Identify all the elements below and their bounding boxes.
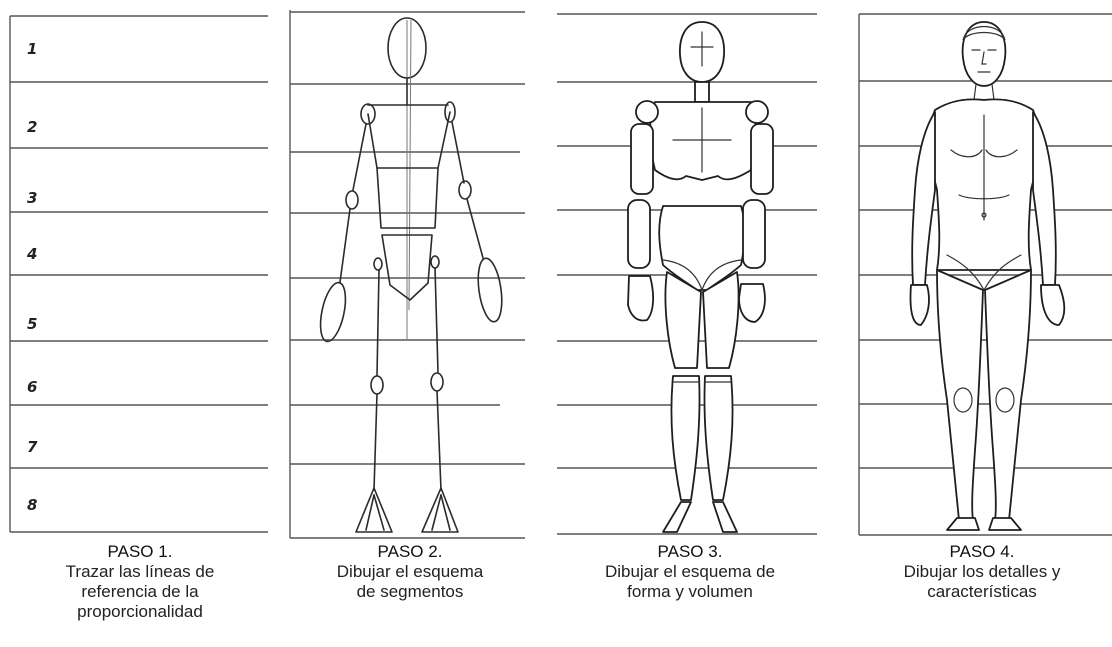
step4-title: PASO 4. [872,542,1092,562]
step4-panel [855,0,1112,545]
reference-number-7: 7 [27,438,38,456]
step2-caption: PASO 2. Dibujar el esquema de segmentos [300,542,520,602]
reference-number-1: 1 [27,40,37,58]
step1-desc-line1: Trazar las líneas de [30,562,250,582]
step4-desc-line1: Dibujar los detalles y [872,562,1092,582]
reference-number-6: 6 [27,378,37,396]
volume-mannequin-drawing [628,22,773,532]
step2-desc-line2: de segmentos [300,582,520,602]
step1-desc-line3: proporcionalidad [30,602,250,622]
step3-title: PASO 3. [580,542,800,562]
step3-desc-line2: forma y volumen [580,582,800,602]
step1-title: PASO 1. [30,542,250,562]
step2-title: PASO 2. [300,542,520,562]
stick-figure-drawing [316,18,505,532]
step1-panel: 1 2 3 4 5 6 7 8 [0,0,275,540]
form-volume-figure [555,0,820,545]
reference-number-4: 4 [26,245,37,263]
reference-number-5: 5 [27,315,37,333]
reference-number-3: 3 [27,189,37,207]
step1-desc-line2: referencia de la [30,582,250,602]
reference-number-8: 8 [27,496,37,514]
step4-reference-lines [859,14,1112,535]
reference-lines-grid: 1 2 3 4 5 6 7 8 [0,0,275,540]
step1-caption: PASO 1. Trazar las líneas de referencia … [30,542,250,622]
segment-skeleton-figure [280,0,530,545]
human-figure-drawing [910,22,1064,530]
step2-panel [280,0,530,545]
step3-desc-line1: Dibujar el esquema de [580,562,800,582]
detailed-figure [855,0,1112,545]
step4-desc-line2: características [872,582,1092,602]
step4-caption: PASO 4. Dibujar los detalles y caracterí… [872,542,1092,602]
step3-panel [555,0,820,545]
step2-desc-line1: Dibujar el esquema [300,562,520,582]
step3-caption: PASO 3. Dibujar el esquema de forma y vo… [580,542,800,602]
reference-number-2: 2 [27,118,37,136]
